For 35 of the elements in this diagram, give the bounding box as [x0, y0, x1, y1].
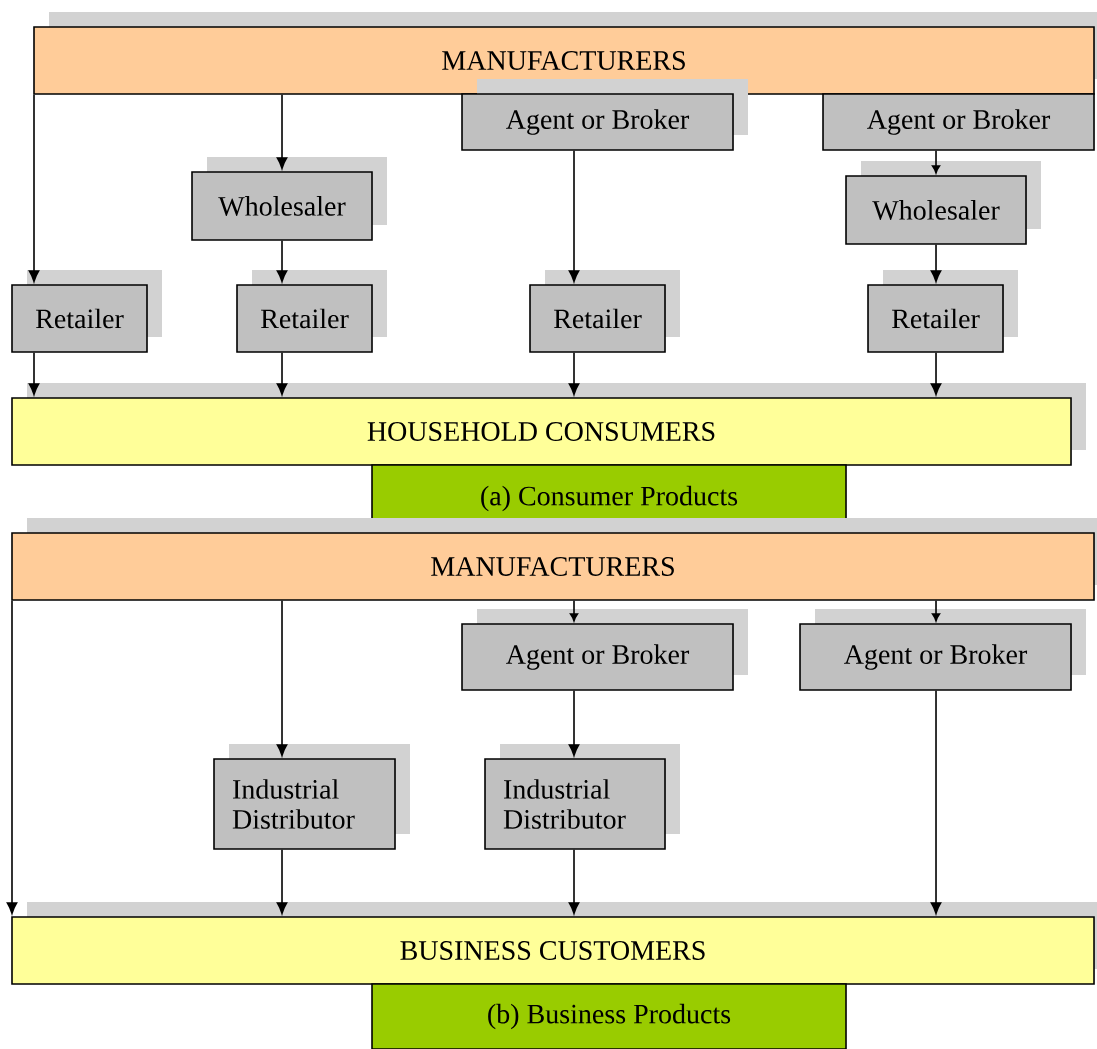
process-box: Agent or Broker: [822, 93, 1095, 151]
arrow: [930, 690, 942, 915]
arrow: [930, 352, 942, 396]
arrow: [276, 94, 288, 170]
arrow: [6, 600, 18, 915]
arrow: [28, 352, 40, 396]
arrow: [568, 150, 580, 283]
customer-band: BUSINESS CUSTOMERS: [11, 916, 1095, 985]
process-box: Industrial Distributor: [213, 758, 396, 850]
process-box: Retailer: [11, 284, 148, 353]
process-box: Retailer: [529, 284, 666, 353]
process-box: Agent or Broker: [461, 623, 734, 691]
process-box: Agent or Broker: [461, 93, 734, 151]
arrow: [569, 600, 579, 622]
process-box: Wholesaler: [845, 175, 1027, 245]
process-box: Retailer: [236, 284, 373, 353]
arrow: [568, 690, 580, 757]
process-box: Agent or Broker: [799, 623, 1072, 691]
arrow: [930, 244, 942, 283]
process-box: Wholesaler: [191, 171, 373, 241]
producer-band: MANUFACTURERS: [11, 532, 1095, 601]
customer-band: HOUSEHOLD CONSUMERS: [11, 397, 1072, 466]
caption-box: (b) Business Products: [371, 983, 847, 1049]
arrow: [276, 352, 288, 396]
arrow: [276, 849, 288, 915]
arrow: [28, 94, 40, 283]
arrow: [568, 352, 580, 396]
arrow: [276, 240, 288, 283]
producer-band: MANUFACTURERS: [33, 26, 1095, 95]
arrow: [276, 600, 288, 757]
process-box: Industrial Distributor: [484, 758, 666, 850]
arrow: [931, 600, 941, 622]
arrow: [931, 150, 941, 174]
process-box: Retailer: [867, 284, 1004, 353]
arrow: [568, 849, 580, 915]
